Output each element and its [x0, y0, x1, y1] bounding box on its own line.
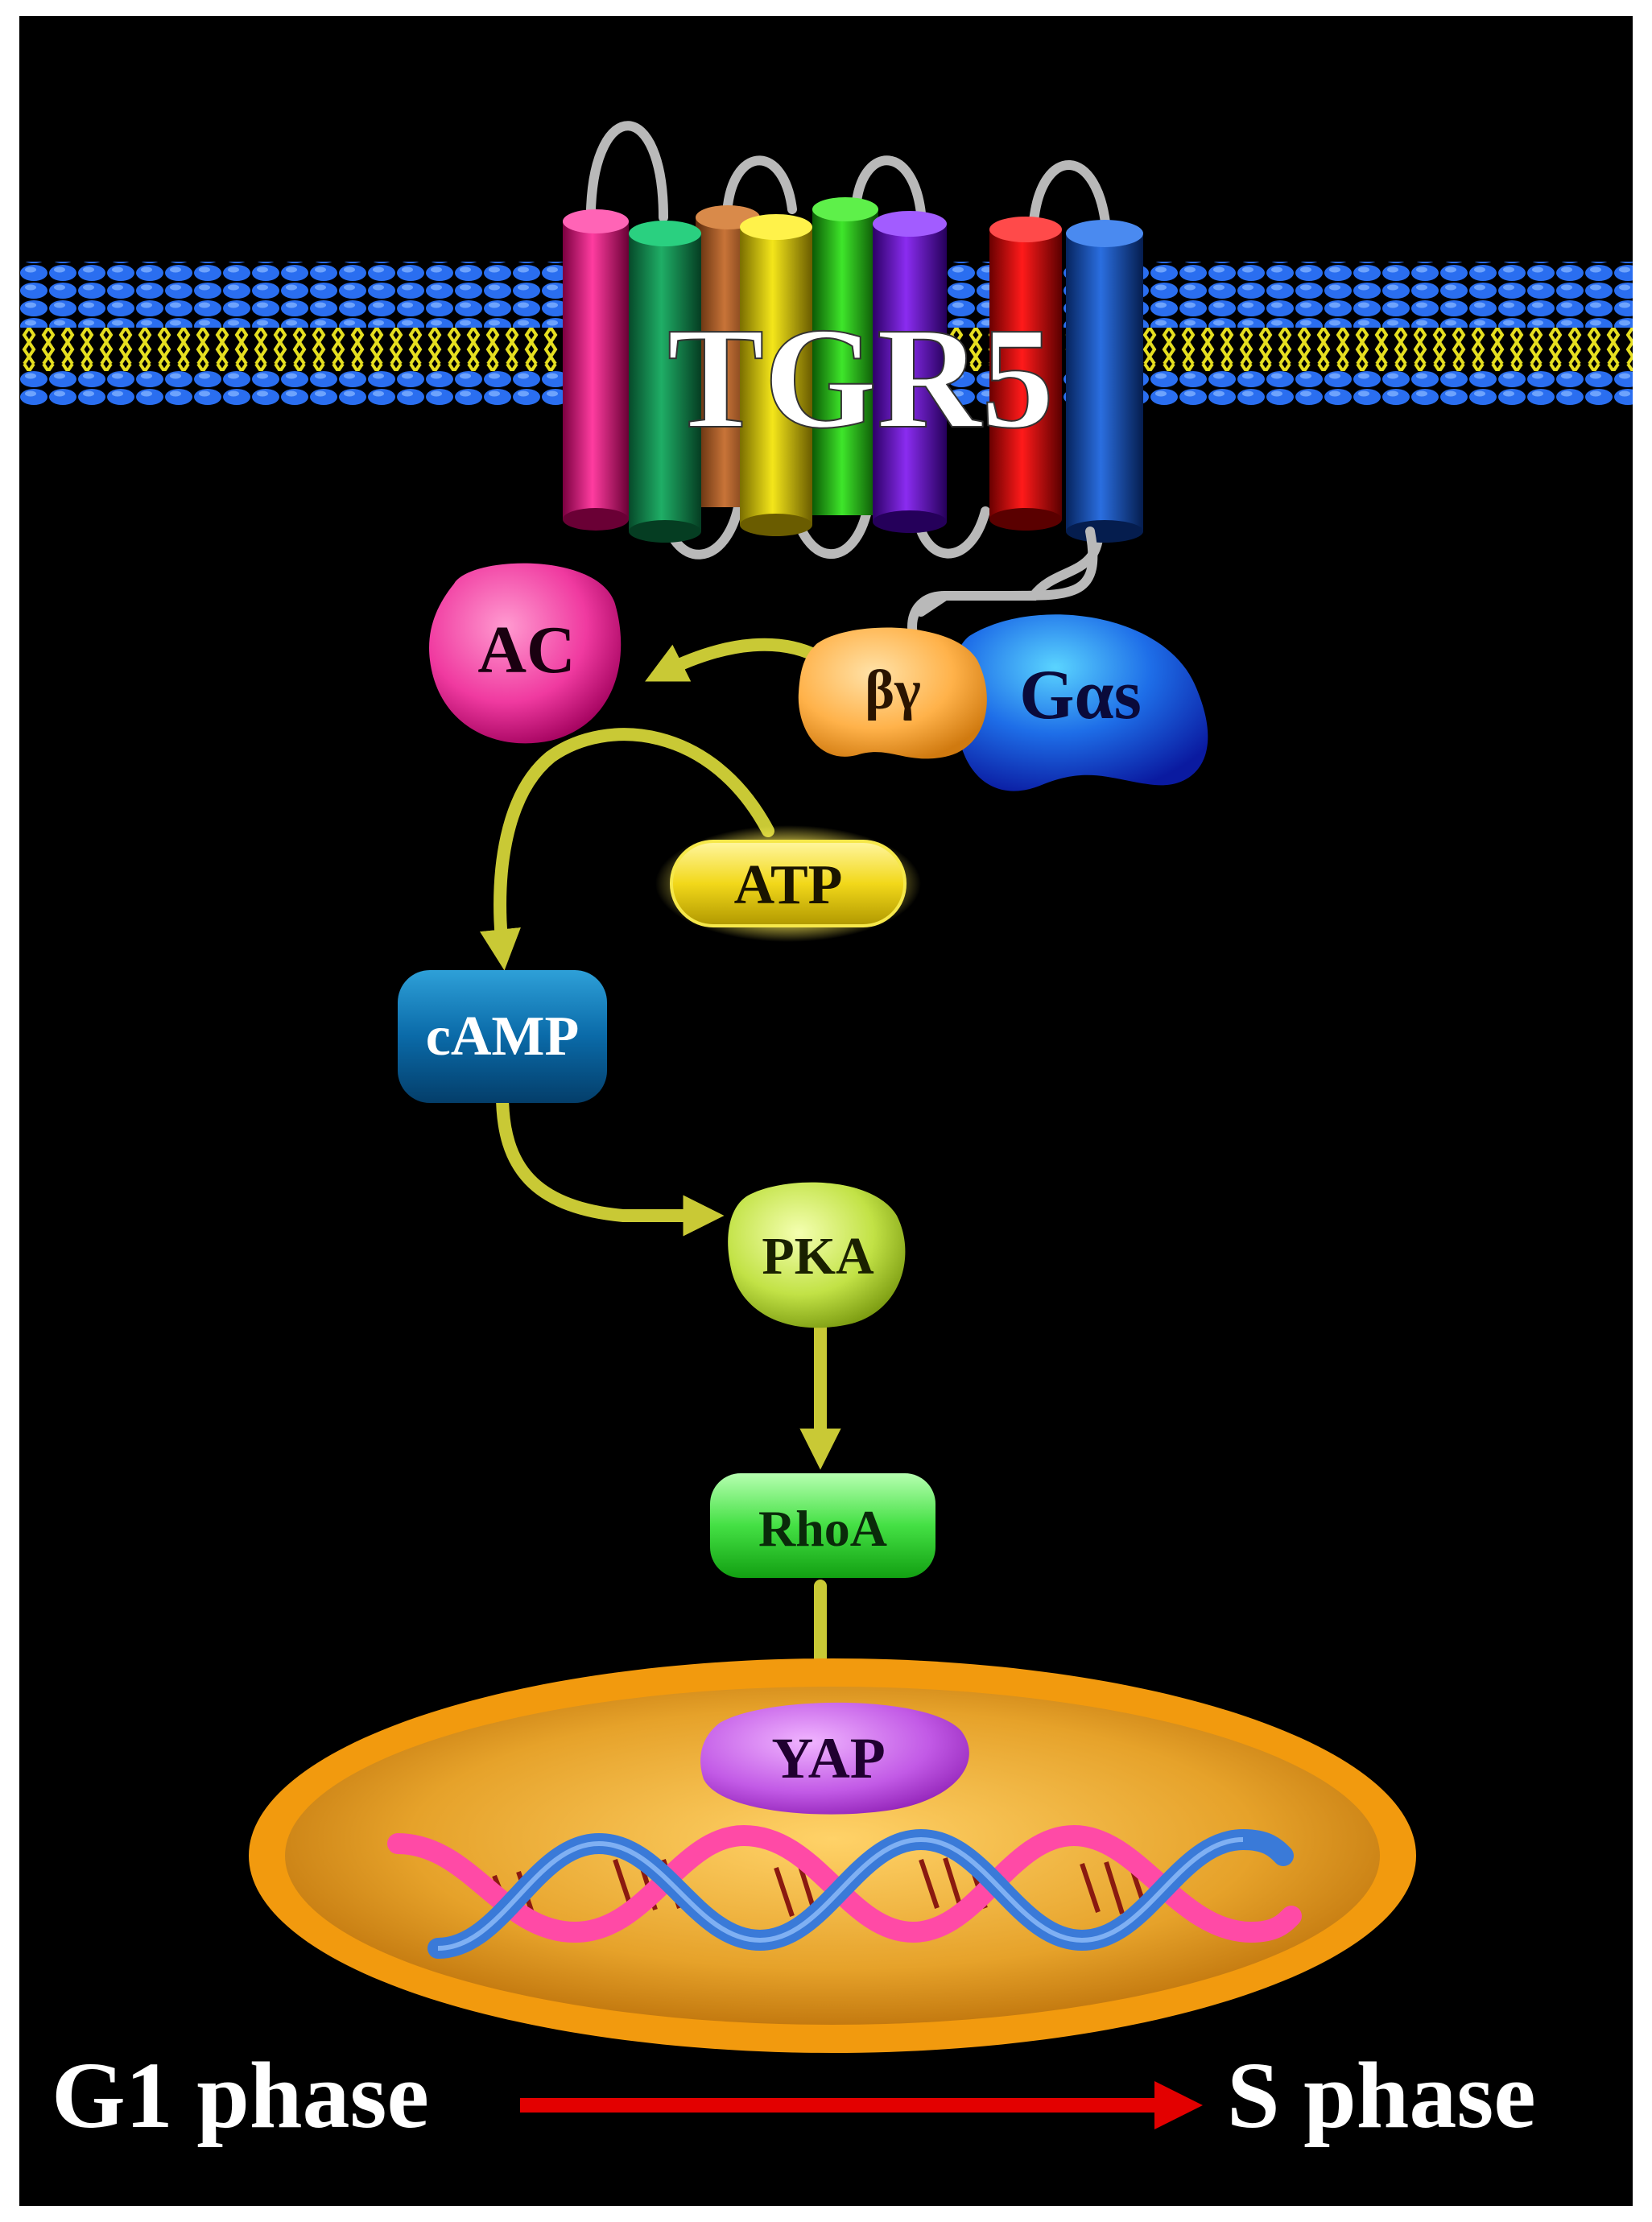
node-camp-label: cAMP	[426, 1006, 579, 1068]
node-g-alpha-s-label: Gαs	[1019, 656, 1142, 734]
node-yap: YAP	[700, 1702, 969, 1815]
cell-cycle-row: G1 phase S phase	[52, 2042, 1536, 2148]
node-atp: ATP	[655, 825, 921, 942]
node-rhoa: RhoA	[710, 1473, 935, 1578]
node-camp: cAMP	[398, 970, 607, 1103]
helix-lime	[812, 197, 878, 515]
dna-strand-pink	[387, 1824, 1302, 1943]
phase-to-label: S phase	[1227, 2042, 1536, 2148]
phase-arrow	[520, 2081, 1203, 2129]
dna-helix	[387, 1824, 1302, 1959]
g-protein-tether	[907, 527, 1098, 641]
node-yap-label: YAP	[771, 1726, 885, 1790]
arrow-camp-to-pka	[496, 1088, 725, 1237]
pathway-diagram: TGR5 AC Gαs	[19, 16, 1633, 2206]
node-rhoa-label: RhoA	[758, 1500, 887, 1557]
node-g-alpha-s: Gαs	[953, 614, 1208, 791]
tgr5-receptor: TGR5	[563, 121, 1143, 617]
helix-red	[989, 217, 1062, 531]
node-pka: PKA	[728, 1182, 906, 1328]
helix-purple	[873, 211, 947, 533]
node-atp-label: ATP	[734, 854, 843, 916]
node-beta-gamma: βγ	[798, 627, 987, 759]
helix-pink	[563, 209, 629, 531]
arrow-bg-to-ac	[645, 638, 831, 682]
phase-from-label: G1 phase	[52, 2042, 429, 2148]
helix-yellow	[740, 214, 812, 536]
diagram-canvas: TGR5 AC Gαs	[19, 121, 1633, 2148]
node-ac-label: AC	[477, 613, 575, 688]
arrow-atp-to-camp	[479, 728, 774, 971]
node-pka-label: PKA	[762, 1227, 874, 1286]
helix-blue	[1066, 220, 1143, 543]
receptor-label: TGR5	[667, 298, 1054, 458]
node-ac: AC	[429, 563, 622, 744]
node-beta-gamma-label: βγ	[865, 659, 921, 721]
helix-green	[629, 221, 701, 543]
